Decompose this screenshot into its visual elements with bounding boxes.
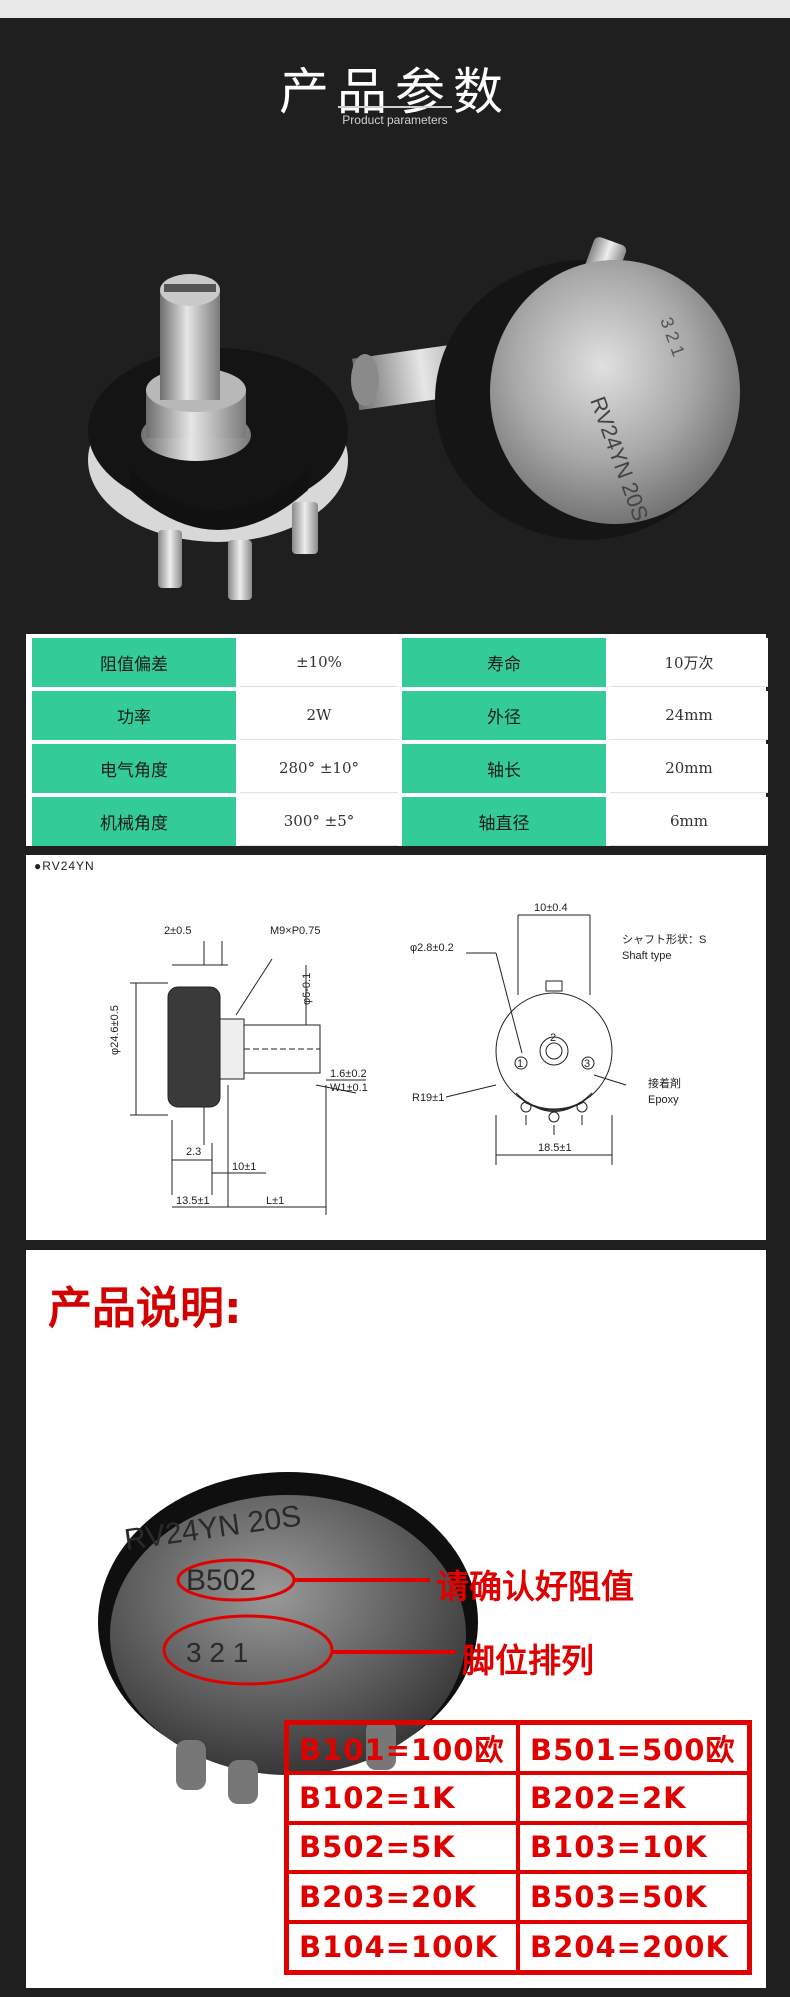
dim-label: Epoxy <box>648 1094 679 1106</box>
product-description: 产品说明: RV24YN 20S B502 3 2 1 请确认好阻值 脚位排列 … <box>26 1250 766 1988</box>
pin-label: 3 <box>584 1058 590 1070</box>
left-pot-terminal <box>292 502 318 554</box>
closeup-pins: 3 2 1 <box>186 1637 248 1668</box>
dimension-drawing: 2±0.5 M9×P0.75 φ24.6±0.5 φ6-0.1 1.6±0.2 … <box>26 855 766 1240</box>
dim-label: 接着剤 <box>648 1076 681 1090</box>
title-underline <box>338 106 452 108</box>
description-heading: 产品说明: <box>48 1283 242 1334</box>
spec-value: 2W <box>240 691 398 740</box>
spec-value: 6mm <box>610 797 768 846</box>
spec-label: 轴长 <box>402 744 606 793</box>
product-photo: RV24YN 20S 3 2 1 <box>0 130 790 628</box>
closeup-code: B502 <box>186 1564 256 1597</box>
top-strip <box>0 0 790 18</box>
pin-label: 2 <box>550 1032 556 1044</box>
dimension-drawing-svg: 2±0.5 M9×P0.75 φ24.6±0.5 φ6-0.1 1.6±0.2 … <box>109 902 706 1215</box>
dim-label: φ6-0.1 <box>301 973 313 1005</box>
spec-table: 阻值偏差 ±10% 寿命 10万次 功率 2W 外径 24mm 电气角度 280… <box>26 634 768 846</box>
potentiometer-photo-illustration: RV24YN 20S 3 2 1 <box>88 237 740 600</box>
spec-label: 电气角度 <box>32 744 236 793</box>
dim-label: M9×P0.75 <box>270 925 320 937</box>
page-subtitle: Product parameters <box>342 113 448 127</box>
closeup-terminal <box>366 1720 396 1770</box>
code-cell: B202=2K <box>518 1772 749 1823</box>
spec-value: 24mm <box>610 691 768 740</box>
dim-label: 2.3 <box>186 1146 201 1158</box>
spec-value: ±10% <box>240 638 398 687</box>
dim-label: L±1 <box>266 1195 284 1207</box>
dim-label: R19±1 <box>412 1092 444 1104</box>
dim-label: 10±0.4 <box>534 902 568 914</box>
dim-label: 10±1 <box>232 1161 256 1173</box>
dim-label: φ24.6±0.5 <box>109 1005 121 1055</box>
code-cell: B103=10K <box>518 1822 749 1873</box>
code-cell: B502=5K <box>287 1822 518 1873</box>
spec-label: 机械角度 <box>32 797 236 846</box>
side-view-body <box>167 986 221 1108</box>
spec-value: 20mm <box>610 744 768 793</box>
dim-label: 1.6±0.2 <box>330 1068 367 1080</box>
code-cell: B101=100欧 <box>287 1723 518 1773</box>
spec-label: 功率 <box>32 691 236 740</box>
spec-value: 300° ±5° <box>240 797 398 846</box>
resistance-callout: 请确认好阻值 <box>436 1567 634 1606</box>
code-cell: B104=100K <box>287 1922 518 1972</box>
spec-label: 外径 <box>402 691 606 740</box>
resistance-code-table: B101=100欧 B501=500欧 B102=1K B202=2K B502… <box>284 1720 752 1975</box>
section-header: 产品参数 Product parameters <box>0 18 790 130</box>
dim-label: W1±0.1 <box>330 1082 368 1094</box>
dim-label: シャフト形状：S <box>622 932 706 946</box>
spec-label: 阻值偏差 <box>32 638 236 687</box>
closeup-terminal <box>176 1740 206 1790</box>
spec-value: 280° ±10° <box>240 744 398 793</box>
pin-callout: 脚位排列 <box>462 1641 594 1680</box>
dim-label: 18.5±1 <box>538 1142 572 1154</box>
code-cell: B501=500欧 <box>518 1723 749 1773</box>
left-pot-terminal <box>228 540 252 600</box>
page-title: 产品参数 <box>279 63 511 121</box>
code-cell: B204=200K <box>518 1922 749 1972</box>
dim-label: Shaft type <box>622 950 672 962</box>
front-view-body <box>495 992 613 1110</box>
left-pot-shaft <box>160 290 220 400</box>
code-cell: B102=1K <box>287 1772 518 1823</box>
model-label: ●RV24YN <box>34 859 95 873</box>
spec-value: 10万次 <box>610 638 768 687</box>
right-pot-cap <box>490 260 740 524</box>
dim-label: φ2.8±0.2 <box>410 942 454 954</box>
dim-label: 2±0.5 <box>164 925 191 937</box>
spec-label: 寿命 <box>402 638 606 687</box>
closeup-terminal <box>228 1760 258 1804</box>
code-cell: B503=50K <box>518 1872 749 1923</box>
dim-label: 13.5±1 <box>176 1195 210 1207</box>
spec-label: 轴直径 <box>402 797 606 846</box>
pin-label: 1 <box>517 1058 523 1070</box>
code-cell: B203=20K <box>287 1872 518 1923</box>
left-pot-terminal <box>158 530 182 588</box>
pot-closeup-illustration: RV24YN 20S B502 3 2 1 <box>98 1472 478 1804</box>
